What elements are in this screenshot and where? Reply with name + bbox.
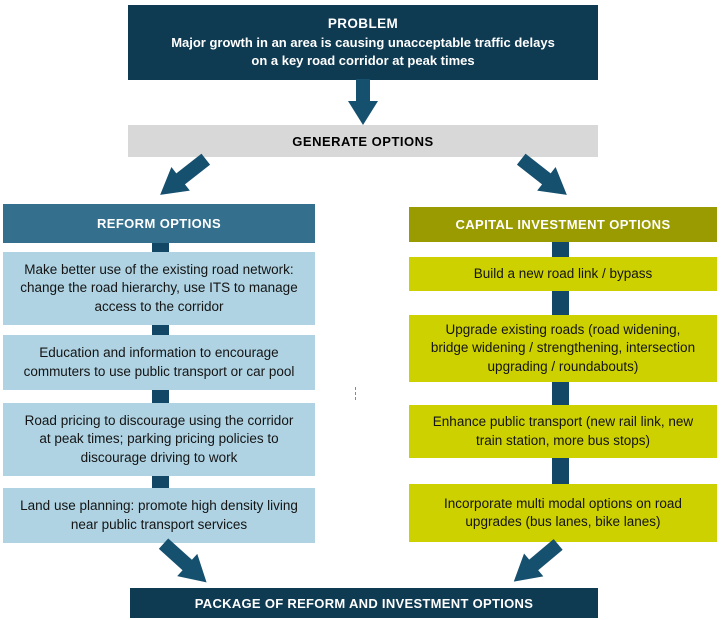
reform-item-2: Education and information to encourage c… <box>3 335 315 390</box>
package-label: PACKAGE OF REFORM AND INVESTMENT OPTIONS <box>194 595 534 611</box>
capital-item-3: Enhance public transport (new rail link,… <box>409 405 717 458</box>
generate-options-label: GENERATE OPTIONS <box>292 133 434 149</box>
connector-reform-2 <box>152 322 169 337</box>
reform-item-1: Make better use of the existing road net… <box>3 252 315 325</box>
capital-item-4: Incorporate multi modal options on road … <box>409 484 717 542</box>
arrow-reform-to-package-icon <box>158 538 207 583</box>
capital-options-header: CAPITAL INVESTMENT OPTIONS <box>409 207 717 242</box>
problem-title: PROBLEM <box>327 15 399 31</box>
arrow-problem-to-generate-icon <box>348 79 378 125</box>
connector-reform-1 <box>152 240 169 254</box>
problem-box: PROBLEM Major growth in an area is causi… <box>128 5 598 80</box>
connector-reform-4 <box>152 474 169 490</box>
reform-options-label: REFORM OPTIONS <box>96 216 222 231</box>
reform-item-4: Land use planning: promote high density … <box>3 488 315 543</box>
connector-capital-3 <box>552 380 569 407</box>
capital-options-label: CAPITAL INVESTMENT OPTIONS <box>455 217 671 232</box>
reform-options-header: REFORM OPTIONS <box>3 204 315 243</box>
arrow-capital-to-package-icon <box>513 538 563 582</box>
arrow-generate-to-capital-icon <box>516 153 567 195</box>
problem-body: Major growth in an area is causing unacc… <box>171 34 555 68</box>
capital-item-2: Upgrade existing roads (road widening, b… <box>409 315 717 382</box>
generate-options-bar: GENERATE OPTIONS <box>128 125 598 157</box>
connector-capital-4 <box>552 456 569 487</box>
reform-item-3: Road pricing to discourage using the cor… <box>3 403 315 476</box>
connector-capital-1 <box>552 240 569 260</box>
arrow-generate-to-reform-icon <box>160 153 211 195</box>
connector-capital-2 <box>552 289 569 317</box>
capital-item-1: Build a new road link / bypass <box>409 257 717 291</box>
package-box: PACKAGE OF REFORM AND INVESTMENT OPTIONS <box>130 588 598 618</box>
stray-dashed-mark <box>355 387 356 400</box>
connector-reform-3 <box>152 388 169 405</box>
